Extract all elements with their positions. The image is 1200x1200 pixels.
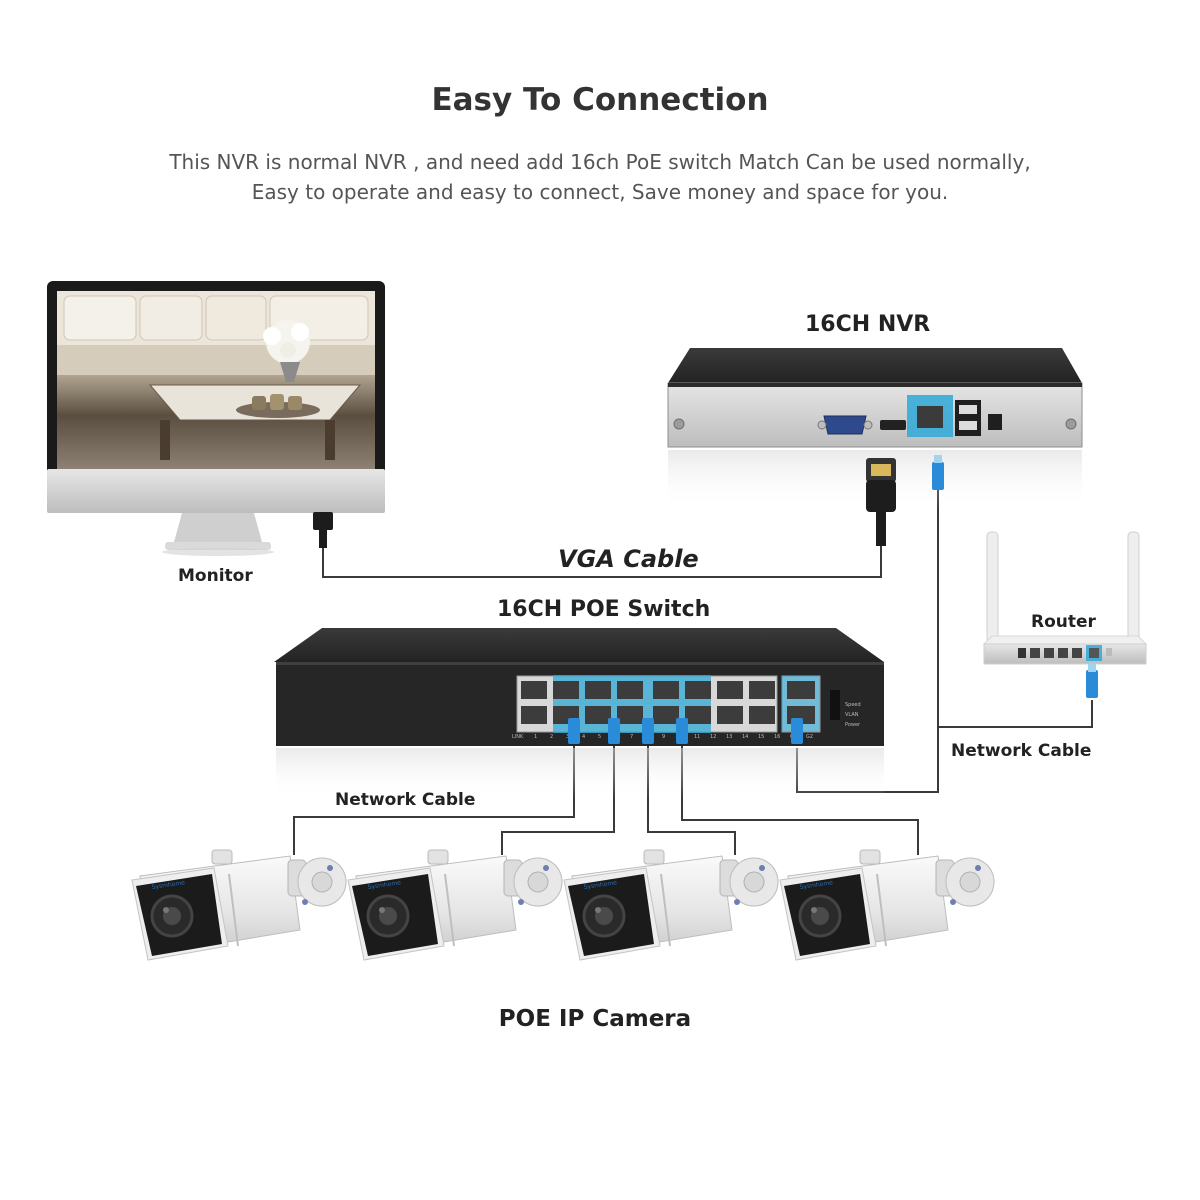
router-antenna-left [986, 531, 999, 643]
nvr-power-port [988, 414, 1002, 430]
ip-camera-1: Sysmhome [131, 849, 347, 961]
nvr-label: 16CH NVR [805, 312, 930, 337]
router-label: Router [1031, 612, 1097, 632]
vga-cable-label: VGA Cable [558, 545, 699, 573]
switch-port-label: 13 [726, 734, 732, 740]
monitor-label: Monitor [178, 566, 253, 586]
switch-port-label: 1 [534, 734, 537, 740]
nvr-hdmi-port [880, 420, 906, 430]
switch-port-label: 7 [630, 734, 633, 740]
camera-label: POE IP Camera [499, 1006, 691, 1032]
poe-switch-label: 16CH POE Switch [497, 597, 710, 622]
description-line-1: This NVR is normal NVR , and need add 16… [169, 150, 1031, 174]
network-cable-label-right: Network Cable [951, 741, 1091, 761]
switch-indicator-speed: Speed [845, 702, 861, 708]
switch-port-label: 4 [582, 734, 585, 740]
nvr-vga-port [817, 415, 873, 435]
ip-camera-2 [346, 848, 564, 962]
switch-port-labels: LINK12345678910111213141516G1G2 [512, 734, 813, 740]
switch-port-label: 5 [598, 734, 601, 740]
network-cable-label-left: Network Cable [335, 790, 475, 810]
router-antenna-right [1127, 531, 1140, 643]
switch-port-label: 15 [758, 734, 764, 740]
page-title: Easy To Connection [431, 82, 769, 118]
network-cable-router [938, 700, 1093, 728]
switch-port-label: 12 [710, 734, 716, 740]
nvr [667, 348, 1083, 546]
switch-rj45-plugs [568, 718, 803, 744]
ip-camera-3 [562, 848, 780, 962]
page-description: This NVR is normal NVR , and need add 16… [0, 147, 1200, 207]
router [982, 531, 1148, 698]
switch-port-label: 2 [550, 734, 553, 740]
poe-switch: Speed VLAN Power LINK1234567891011121314… [274, 628, 884, 798]
switch-indicator-power: Power [845, 722, 861, 728]
vga-cable [322, 545, 882, 578]
camera-brand: Sysmhome [151, 879, 185, 891]
switch-indicator-vlan: VLAN [845, 712, 859, 718]
switch-port-label: 16 [774, 734, 780, 740]
switch-port-label: 3 [566, 734, 569, 740]
switch-port-label: LINK [512, 734, 524, 740]
monitor [47, 281, 385, 556]
switch-port-label: 11 [694, 734, 700, 740]
switch-rj45-ports [521, 681, 775, 724]
switch-port-label: 14 [742, 734, 748, 740]
description-line-2: Easy to operate and easy to connect, Sav… [251, 180, 949, 204]
ip-camera-4 [778, 848, 996, 962]
switch-port-label: 9 [662, 734, 665, 740]
switch-port-label: G2 [806, 734, 813, 740]
